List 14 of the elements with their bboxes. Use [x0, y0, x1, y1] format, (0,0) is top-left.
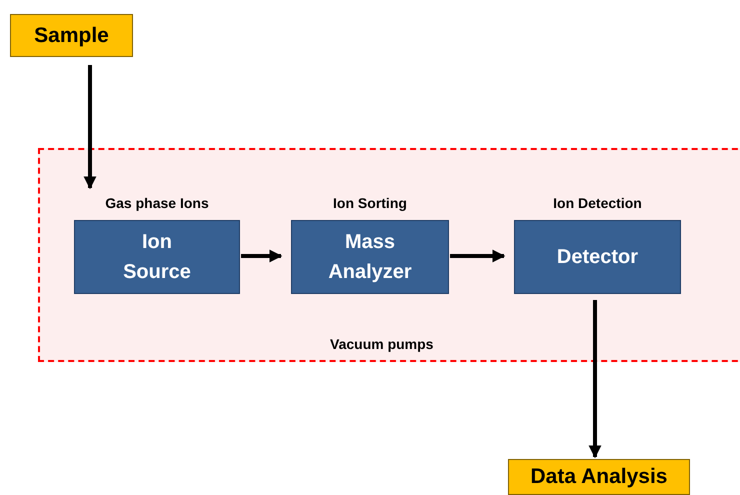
arrow — [84, 65, 96, 190]
process-box: Detector — [514, 220, 681, 294]
stage-heading: Ion Sorting — [333, 194, 407, 213]
vacuum-region — [38, 148, 740, 362]
arrow — [241, 250, 282, 262]
io-box: Sample — [10, 14, 133, 57]
arrow — [450, 250, 506, 262]
process-box: Mass Analyzer — [291, 220, 449, 294]
io-box: Data Analysis — [508, 459, 690, 495]
stage-heading: Gas phase Ions — [105, 194, 209, 213]
stage-heading: Ion Detection — [553, 194, 642, 213]
process-box: Ion Source — [74, 220, 240, 294]
region-label: Vacuum pumps — [330, 335, 434, 354]
arrow — [588, 300, 602, 458]
